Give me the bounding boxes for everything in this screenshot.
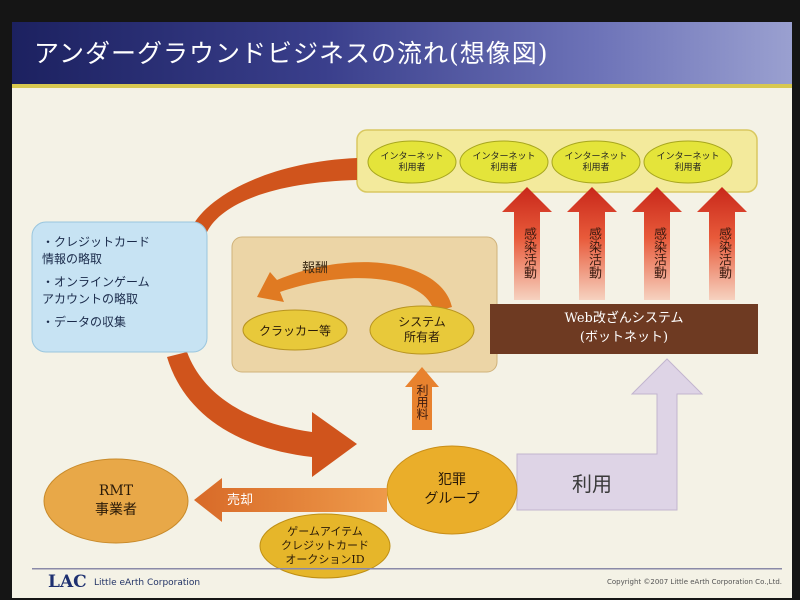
reward-box bbox=[231, 236, 498, 373]
user-label-1: インターネット 利用者 bbox=[368, 152, 456, 174]
crime-item-1: ・クレジットカード bbox=[42, 235, 151, 249]
curve-arrow-top bbox=[192, 158, 357, 232]
title-underline bbox=[12, 84, 792, 88]
user-label-3: インターネット 利用者 bbox=[552, 152, 640, 174]
use-arrow bbox=[516, 358, 704, 511]
reward-label: 報酬 bbox=[302, 261, 329, 276]
slide: アンダーグラウンドビジネスの流れ(想像図) bbox=[12, 22, 792, 598]
infection-arrow-3 bbox=[632, 187, 682, 300]
fee-label: 利用料 bbox=[415, 384, 429, 420]
botnet-bar bbox=[490, 304, 758, 354]
user-3-line1: インターネット bbox=[564, 152, 628, 162]
crime-group-label: 犯罪 グループ bbox=[387, 471, 517, 509]
rmt-line1: RMT bbox=[98, 483, 134, 499]
system-owner-label: システム 所有者 bbox=[370, 315, 474, 345]
infection-arrow-1 bbox=[502, 187, 552, 300]
reward-arrow bbox=[257, 262, 452, 312]
crime-item-1-cont: 情報の略取 bbox=[42, 252, 103, 266]
rmt-line2: 事業者 bbox=[95, 502, 137, 518]
stolen-data-list: ・クレジットカード 情報の略取 ・オンラインゲーム アカウントの略取 ・データの… bbox=[42, 234, 150, 331]
cracker-label: クラッカー等 bbox=[258, 324, 331, 338]
flow-diagram bbox=[31, 129, 782, 579]
user-ellipse-3 bbox=[551, 140, 641, 184]
crime-item-2-cont: アカウントの略取 bbox=[42, 292, 139, 306]
rmt-label: RMT 事業者 bbox=[44, 482, 188, 520]
infection-label-1: 感染活動 bbox=[521, 227, 536, 279]
title-bar: アンダーグラウンドビジネスの流れ(想像図) bbox=[12, 22, 792, 84]
fee-arrow bbox=[405, 367, 439, 430]
crime-item-3: ・データの収集 bbox=[42, 315, 127, 329]
crime-group-line2: グループ bbox=[424, 491, 480, 507]
cracker-ellipse bbox=[242, 309, 348, 351]
footer-line bbox=[32, 568, 782, 570]
system-owner-line1: システム bbox=[398, 315, 446, 329]
system-owner-line2: 所有者 bbox=[403, 330, 440, 344]
footer-copyright: Copyright ©2007 Little eArth Corporation… bbox=[606, 578, 782, 586]
infection-arrow-4 bbox=[697, 187, 747, 300]
stolen-data-box bbox=[31, 221, 208, 353]
infection-arrow-2 bbox=[567, 187, 617, 300]
user-2-line2: 利用者 bbox=[490, 163, 518, 173]
curve-arrow-bottom bbox=[167, 352, 357, 477]
user-4-line2: 利用者 bbox=[674, 163, 702, 173]
user-ellipse-4 bbox=[643, 140, 733, 184]
botnet-label: Web改ざんシステム (ボットネット) bbox=[490, 309, 758, 347]
rmt-ellipse bbox=[43, 458, 189, 544]
infection-label-3: 感染活動 bbox=[651, 227, 666, 279]
user-3-line2: 利用者 bbox=[582, 163, 610, 173]
sale-arrow bbox=[194, 478, 387, 522]
botnet-line2: (ボットネット) bbox=[579, 330, 669, 345]
infection-label-4: 感染活動 bbox=[716, 227, 731, 279]
slide-title: アンダーグラウンドビジネスの流れ(想像図) bbox=[34, 39, 549, 68]
use-label: 利用 bbox=[572, 472, 612, 496]
user-2-line1: インターネット bbox=[472, 152, 536, 162]
user-1-line2: 利用者 bbox=[398, 163, 426, 173]
crime-group-line1: 犯罪 bbox=[438, 472, 466, 488]
botnet-line1: Web改ざんシステム bbox=[564, 311, 684, 326]
footer-logo: LAC bbox=[48, 572, 87, 592]
user-1-line1: インターネット bbox=[380, 152, 444, 162]
goods-line1: ゲームアイテム bbox=[287, 525, 363, 538]
crime-item-2: ・オンラインゲーム bbox=[42, 275, 150, 289]
goods-line2: クレジットカード bbox=[281, 539, 369, 552]
user-ellipse-2 bbox=[459, 140, 549, 184]
user-4-line1: インターネット bbox=[656, 152, 720, 162]
user-ellipse-1 bbox=[367, 140, 457, 184]
sale-label: 売却 bbox=[227, 493, 254, 508]
infection-label-2: 感染活動 bbox=[586, 227, 601, 279]
footer-company: Little eArth Corporation bbox=[94, 578, 201, 588]
goods-ellipse bbox=[259, 513, 391, 579]
goods-line3: オークションID bbox=[285, 553, 365, 566]
user-label-4: インターネット 利用者 bbox=[644, 152, 732, 174]
system-owner-ellipse bbox=[369, 305, 475, 355]
goods-label: ゲームアイテム クレジットカード オークションID bbox=[260, 525, 390, 567]
user-label-2: インターネット 利用者 bbox=[460, 152, 548, 174]
